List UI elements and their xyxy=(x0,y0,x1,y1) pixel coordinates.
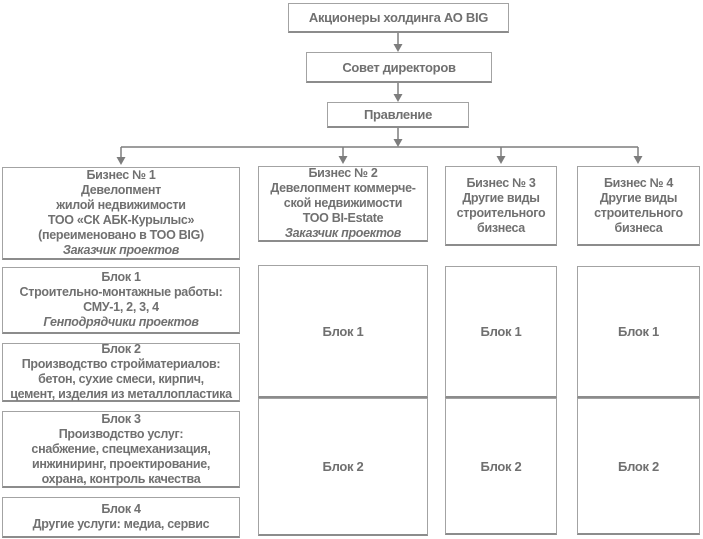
business-title: Бизнес № 4 xyxy=(603,175,673,190)
block-line: снабжение, спецмеханизация, xyxy=(31,441,211,456)
business-line: ТОО BI-Estate xyxy=(302,211,384,225)
business-3-block-2: Блок 2 xyxy=(445,398,557,535)
block-title: Блок 3 xyxy=(101,411,141,426)
block-title: Блок 2 xyxy=(101,342,141,356)
block-line: бетон, сухие смеси, кирпич, xyxy=(38,372,204,386)
business-line: строительного xyxy=(594,205,683,220)
business-2-block-2: Блок 2 xyxy=(258,398,428,536)
business-1-block-4: Блок 4 Другие услуги: медиа, сервис xyxy=(2,497,240,538)
business-title: Бизнес № 1 xyxy=(86,168,156,182)
node-management-label: Правление xyxy=(363,107,433,122)
business-line: Другие виды xyxy=(462,190,540,205)
business-line: жилой недвижимости xyxy=(56,198,186,212)
business-line: строительного xyxy=(456,205,546,220)
business-line: (переименовано в ТОО BIG) xyxy=(38,228,204,242)
block-line: Строительно-монтажные работы: xyxy=(19,285,223,299)
business-line: бизнеса xyxy=(477,220,525,235)
business-4-block-1: Блок 1 xyxy=(577,266,700,398)
block-line: цемент, изделия из металлопластика xyxy=(10,387,232,401)
block-title: Блок 2 xyxy=(322,459,364,474)
block-title: Блок 2 xyxy=(480,458,522,474)
business-line: Девелопмент коммерче- xyxy=(270,181,416,195)
business-title: Бизнес № 3 xyxy=(466,175,536,190)
node-board-of-directors: Совет директоров xyxy=(306,52,492,83)
node-shareholders: Акционеры холдинга АО BIG xyxy=(288,3,509,33)
node-shareholders-label: Акционеры холдинга АО BIG xyxy=(308,10,489,25)
business-line: ской недвижимости xyxy=(283,196,403,210)
business-title: Бизнес № 2 xyxy=(308,166,378,180)
business-1-block-3: Блок 3 Производство услуг: снабжение, сп… xyxy=(2,411,240,488)
business-2-header: Бизнес № 2 Девелопмент коммерче- ской не… xyxy=(258,166,428,242)
node-board-label: Совет директоров xyxy=(342,59,456,75)
business-3-block-1: Блок 1 xyxy=(445,266,557,398)
block-line: Производство стройматериалов: xyxy=(21,357,221,371)
business-line: бизнеса xyxy=(614,220,663,235)
business-1-block-1: Блок 1 Строительно-монтажные работы: СМУ… xyxy=(2,267,240,334)
block-line: инжиниринг, проектирование, xyxy=(31,456,211,471)
business-3-header: Бизнес № 3 Другие виды строительного биз… xyxy=(445,166,557,246)
business-4-block-2: Блок 2 xyxy=(577,398,700,535)
business-role: Заказчик проектов xyxy=(284,226,402,240)
business-role: Заказчик проектов xyxy=(62,243,180,257)
business-1-block-2: Блок 2 Производство стройматериалов: бет… xyxy=(2,342,240,402)
block-title: Блок 1 xyxy=(618,324,659,339)
business-line: Девелопмент xyxy=(80,183,161,197)
business-2-block-1: Блок 1 xyxy=(258,265,428,398)
block-title: Блок 1 xyxy=(322,323,364,339)
block-role: Генподрядчики проектов xyxy=(43,315,199,329)
block-line: Другие услуги: медиа, сервис xyxy=(32,517,210,531)
block-title: Блок 1 xyxy=(480,324,522,339)
business-1-header: Бизнес № 1 Девелопмент жилой недвижимост… xyxy=(2,167,240,260)
block-line: СМУ-1, 2, 3, 4 xyxy=(83,300,159,314)
block-title: Блок 4 xyxy=(101,502,141,516)
block-line: охрана, контроль качества xyxy=(41,471,201,486)
business-line: ТОО «СК АБК-Курылыс» xyxy=(47,213,195,227)
business-4-header: Бизнес № 4 Другие виды строительного биз… xyxy=(577,166,700,246)
business-line: Другие виды xyxy=(599,190,678,205)
node-management: Правление xyxy=(327,102,469,128)
block-title: Блок 2 xyxy=(618,458,659,474)
block-title: Блок 1 xyxy=(101,270,141,284)
block-line: Производство услуг: xyxy=(58,426,184,441)
